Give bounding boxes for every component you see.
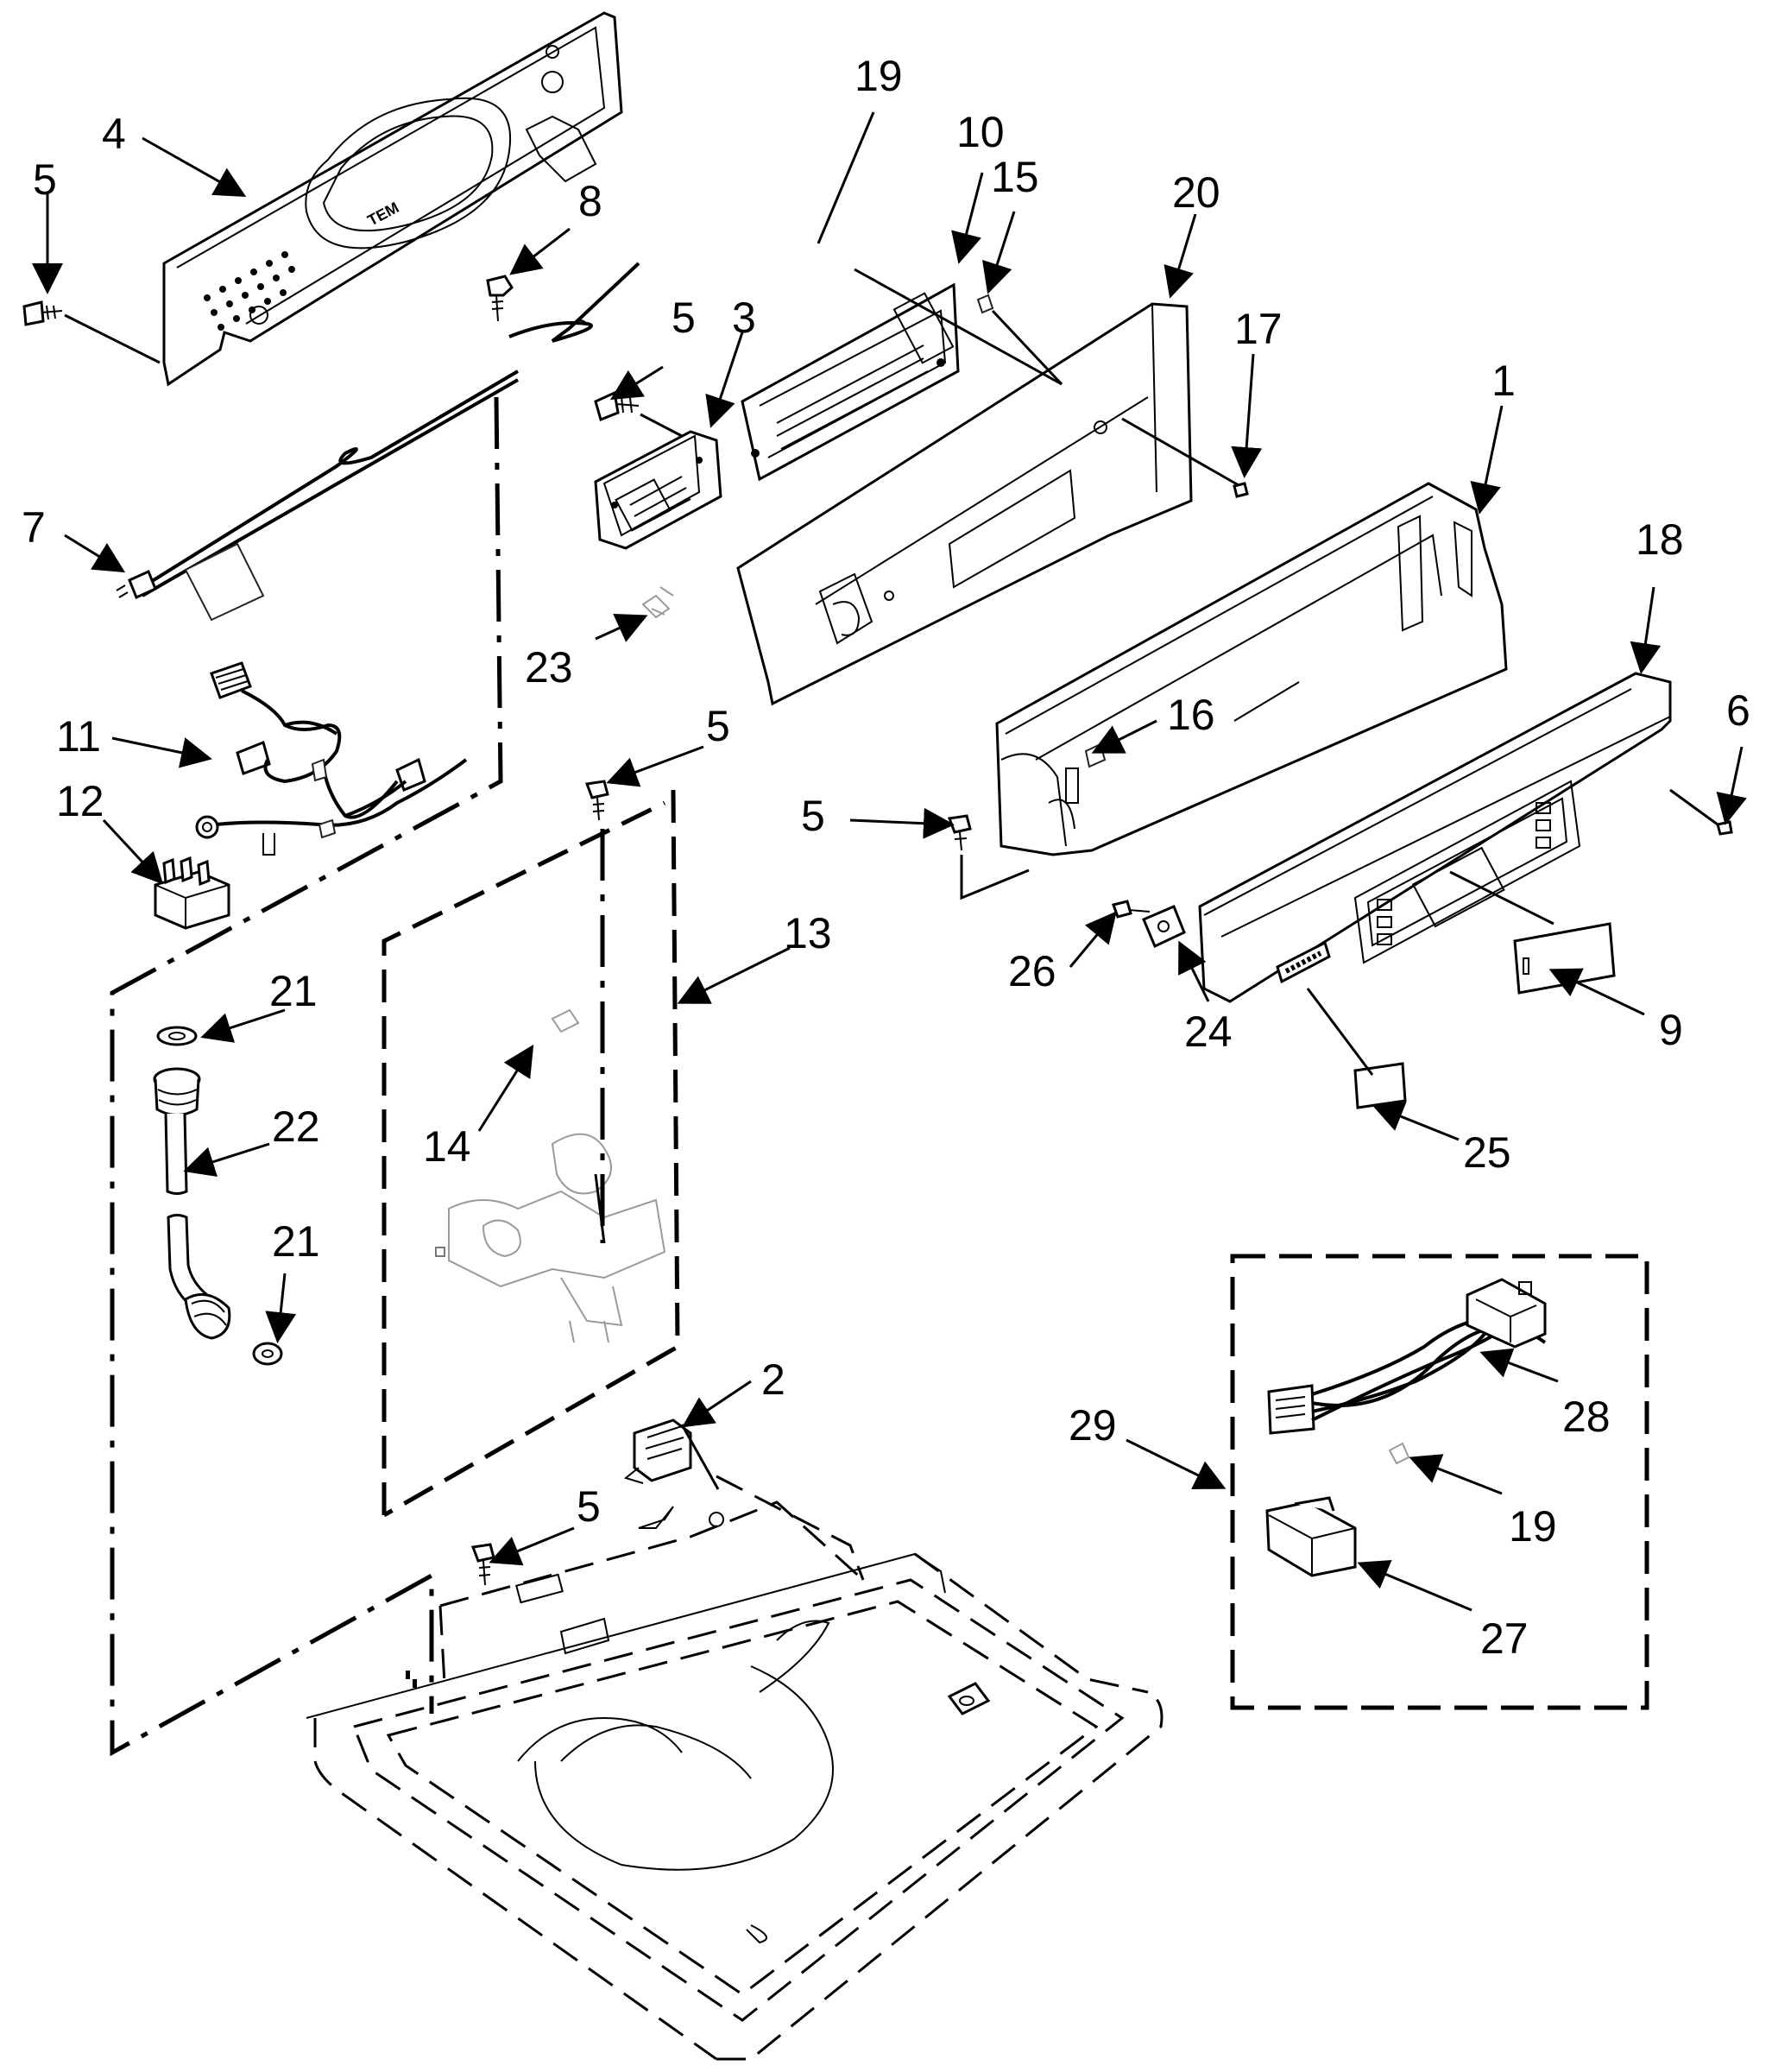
washer-top-cover xyxy=(306,1475,1163,2061)
part-24-bracket xyxy=(1142,905,1186,949)
callout-2: 2 xyxy=(761,1355,785,1404)
callout-5: 5 xyxy=(672,294,696,342)
callout-labels: 4 5 8 5 3 19 10 15 20 17 1 18 6 7 23 16 … xyxy=(22,52,1750,1663)
part-1-console-frame xyxy=(995,482,1508,856)
screw-26 xyxy=(1112,900,1151,919)
callout-21: 21 xyxy=(269,967,318,1015)
part-4-rear-panel: TEM xyxy=(162,11,623,387)
part-14-water-valve xyxy=(435,1008,666,1343)
screw-8 xyxy=(486,275,514,322)
callout-18: 18 xyxy=(1636,515,1684,564)
part-15-light-pipe xyxy=(976,294,994,314)
callout-17: 17 xyxy=(1234,305,1283,353)
part-20-console-back xyxy=(651,302,1193,706)
screw-5-top-center xyxy=(584,780,609,821)
part-25-badge xyxy=(1353,1062,1407,1109)
callout-5: 5 xyxy=(33,155,57,204)
brand-badge xyxy=(1276,940,1331,984)
callout-1: 1 xyxy=(1491,357,1516,405)
callout-7: 7 xyxy=(22,503,46,552)
boundary-29-box xyxy=(1230,1254,1649,1710)
callout-28: 28 xyxy=(1562,1393,1611,1441)
callout-5: 5 xyxy=(801,792,825,840)
callout-22: 22 xyxy=(272,1102,320,1151)
callout-26: 26 xyxy=(1008,947,1056,995)
callout-27: 27 xyxy=(1480,1614,1529,1663)
callout-14: 14 xyxy=(423,1122,471,1171)
screw-17 xyxy=(1233,482,1249,498)
part-21-washer-top xyxy=(156,1026,198,1046)
screw-5-console-left xyxy=(947,814,972,851)
assembly-line-5-console xyxy=(960,855,1030,900)
callout-19: 19 xyxy=(1509,1502,1557,1551)
callout-10: 10 xyxy=(956,108,1005,156)
part-12-relay xyxy=(154,856,230,930)
callout-9: 9 xyxy=(1659,1006,1683,1054)
callout-15: 15 xyxy=(991,153,1039,201)
screw-6 xyxy=(1716,820,1733,836)
part-2-lid-switch xyxy=(623,1418,692,1484)
callout-16: 16 xyxy=(1167,691,1215,739)
callout-20: 20 xyxy=(1172,168,1220,217)
part-23-faint-clip xyxy=(641,594,671,619)
callout-23: 23 xyxy=(525,643,573,692)
screw-5-left-panel xyxy=(22,300,63,326)
callout-8: 8 xyxy=(578,177,602,225)
callout-4: 4 xyxy=(102,110,126,158)
part-27-cover xyxy=(1265,1496,1357,1577)
part-28-wire-harness xyxy=(1267,1278,1547,1435)
callout-3: 3 xyxy=(732,294,756,342)
leader-lines xyxy=(32,111,1747,1612)
part-19-faint-plug xyxy=(1388,1442,1410,1465)
screw-5-top-bottom xyxy=(470,1543,495,1586)
callout-25: 25 xyxy=(1463,1128,1511,1177)
display-window xyxy=(1353,780,1581,964)
callout-21: 21 xyxy=(272,1217,320,1266)
callout-6: 6 xyxy=(1726,686,1750,735)
callout-29: 29 xyxy=(1069,1401,1117,1450)
callout-24: 24 xyxy=(1184,1008,1233,1056)
callout-19: 19 xyxy=(854,52,903,100)
part-21-washer-bottom xyxy=(252,1342,283,1366)
part-10-ui-board xyxy=(741,282,960,482)
part-7-power-cord xyxy=(116,262,640,622)
part-18-console-front xyxy=(1198,672,1672,1003)
part-11-wire-harness xyxy=(195,661,468,856)
part-3-control-board xyxy=(594,430,722,550)
boundary-13-left xyxy=(382,800,666,1515)
callout-11: 11 xyxy=(56,712,101,761)
part-22-fill-hose xyxy=(153,1067,231,1340)
callout-5: 5 xyxy=(577,1482,601,1531)
callout-12: 12 xyxy=(56,777,104,825)
callout-5: 5 xyxy=(706,702,730,750)
callout-13: 13 xyxy=(784,909,832,957)
part-9-overlay xyxy=(1513,922,1616,995)
